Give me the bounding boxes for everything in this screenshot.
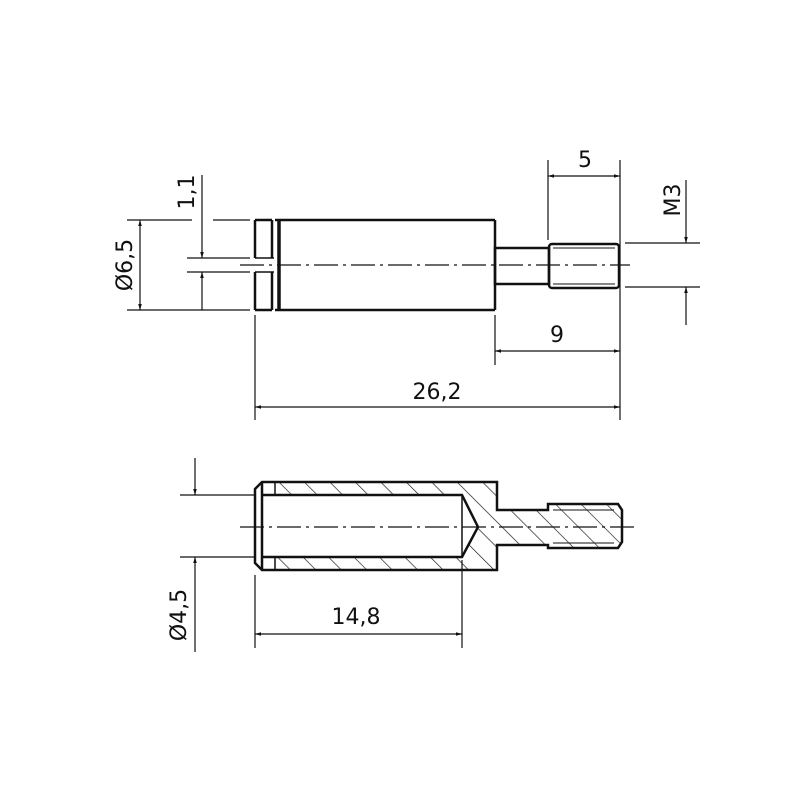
dim-bore-depth: 14,8 [332,605,381,630]
dim-slot-width: 1,1 [175,175,200,210]
dim-total-length: 26,2 [413,380,462,405]
dim-thread-length: 5 [578,148,592,173]
dim-diameter-outer: Ø6,5 [113,239,138,291]
dim-pin-length: 9 [550,323,564,348]
pin-outline [493,242,621,290]
body-outline [253,218,497,312]
top-view [127,160,700,420]
hatched-section [277,482,622,570]
dim-thread: M3 [661,184,686,217]
dim-bore-diameter: Ø4,5 [167,589,192,641]
dimension-lines [138,174,688,409]
section-view [180,458,635,652]
section-dimensions [180,458,463,652]
